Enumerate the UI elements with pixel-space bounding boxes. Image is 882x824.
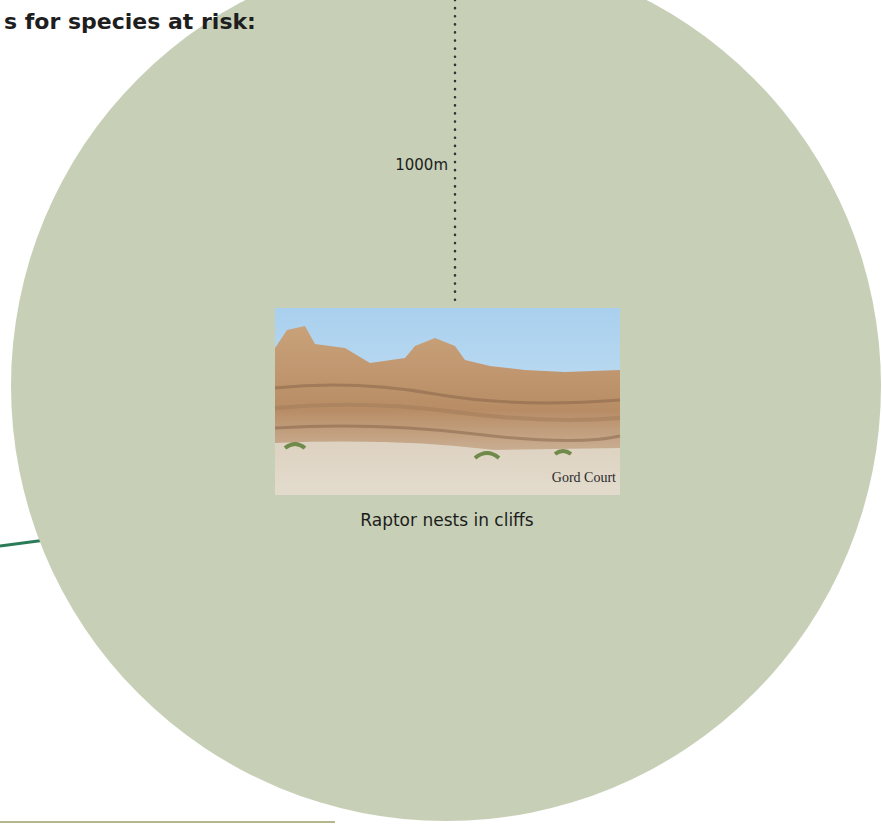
page-title: s for species at risk: [4, 9, 256, 34]
photo-credit: Gord Court [552, 470, 616, 486]
buffer-zone [11, 0, 881, 821]
cliff-photo [275, 308, 620, 495]
circle-outline [10, 0, 882, 822]
radius-line [454, 0, 457, 306]
rock-layer [275, 426, 620, 441]
caption-text: Raptor nests in cliffs [360, 510, 533, 530]
cliff [275, 326, 620, 495]
rock-layer [275, 385, 620, 403]
rock-layer [275, 405, 620, 420]
dimension-label: 1000m [395, 156, 448, 174]
talus [275, 442, 620, 495]
rule-line [0, 821, 335, 823]
sky [275, 308, 620, 495]
shrubs [285, 444, 571, 458]
buffer-circle: Raptor nests in cliffs 1000mGord Court [10, 0, 882, 822]
